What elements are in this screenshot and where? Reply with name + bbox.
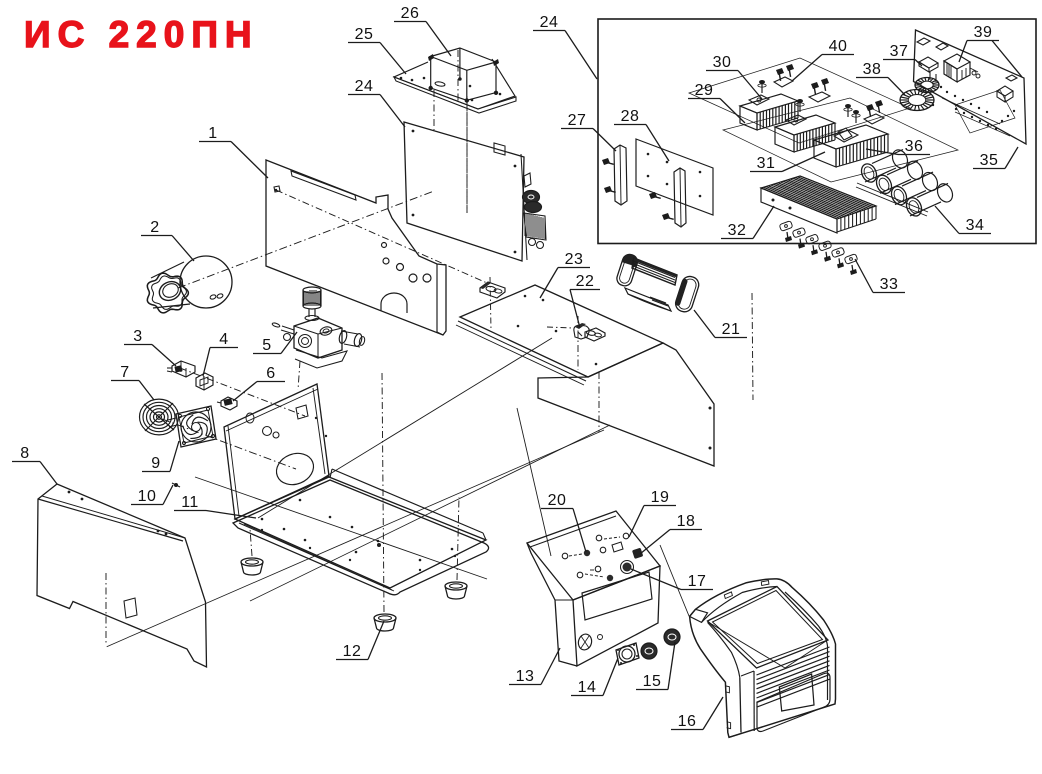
svg-text:24: 24 (540, 14, 559, 31)
svg-text:10: 10 (138, 488, 157, 505)
svg-text:31: 31 (757, 155, 776, 172)
svg-text:13: 13 (516, 668, 535, 685)
svg-text:14: 14 (578, 679, 597, 696)
svg-text:7: 7 (120, 364, 129, 381)
svg-text:5: 5 (262, 337, 271, 354)
svg-text:40: 40 (829, 38, 848, 55)
svg-text:12: 12 (343, 643, 362, 660)
svg-text:35: 35 (980, 152, 999, 169)
svg-text:28: 28 (621, 108, 640, 125)
svg-text:36: 36 (905, 138, 924, 155)
svg-text:22: 22 (576, 273, 595, 290)
svg-text:24: 24 (355, 78, 374, 95)
svg-text:38: 38 (863, 61, 882, 78)
svg-text:18: 18 (677, 513, 696, 530)
svg-text:4: 4 (219, 331, 228, 348)
svg-text:17: 17 (688, 573, 707, 590)
svg-text:25: 25 (355, 26, 374, 43)
svg-text:9: 9 (151, 455, 160, 472)
svg-text:1: 1 (208, 125, 217, 142)
svg-text:39: 39 (974, 24, 993, 41)
svg-text:30: 30 (713, 54, 732, 71)
svg-text:29: 29 (695, 82, 714, 99)
svg-text:27: 27 (568, 112, 587, 129)
svg-text:3: 3 (133, 328, 142, 345)
svg-text:21: 21 (722, 321, 741, 338)
svg-text:37: 37 (890, 43, 909, 60)
svg-text:23: 23 (565, 251, 584, 268)
svg-text:19: 19 (651, 489, 670, 506)
svg-text:34: 34 (966, 217, 985, 234)
svg-text:ИС 220ПН: ИС 220ПН (24, 14, 259, 55)
svg-text:32: 32 (728, 222, 747, 239)
svg-text:2: 2 (150, 219, 159, 236)
svg-text:15: 15 (643, 673, 662, 690)
svg-text:20: 20 (548, 492, 567, 509)
svg-text:8: 8 (20, 445, 29, 462)
svg-text:16: 16 (678, 713, 697, 730)
svg-text:11: 11 (181, 494, 199, 511)
svg-text:33: 33 (880, 276, 899, 293)
svg-text:26: 26 (401, 5, 420, 22)
svg-text:6: 6 (266, 365, 275, 382)
